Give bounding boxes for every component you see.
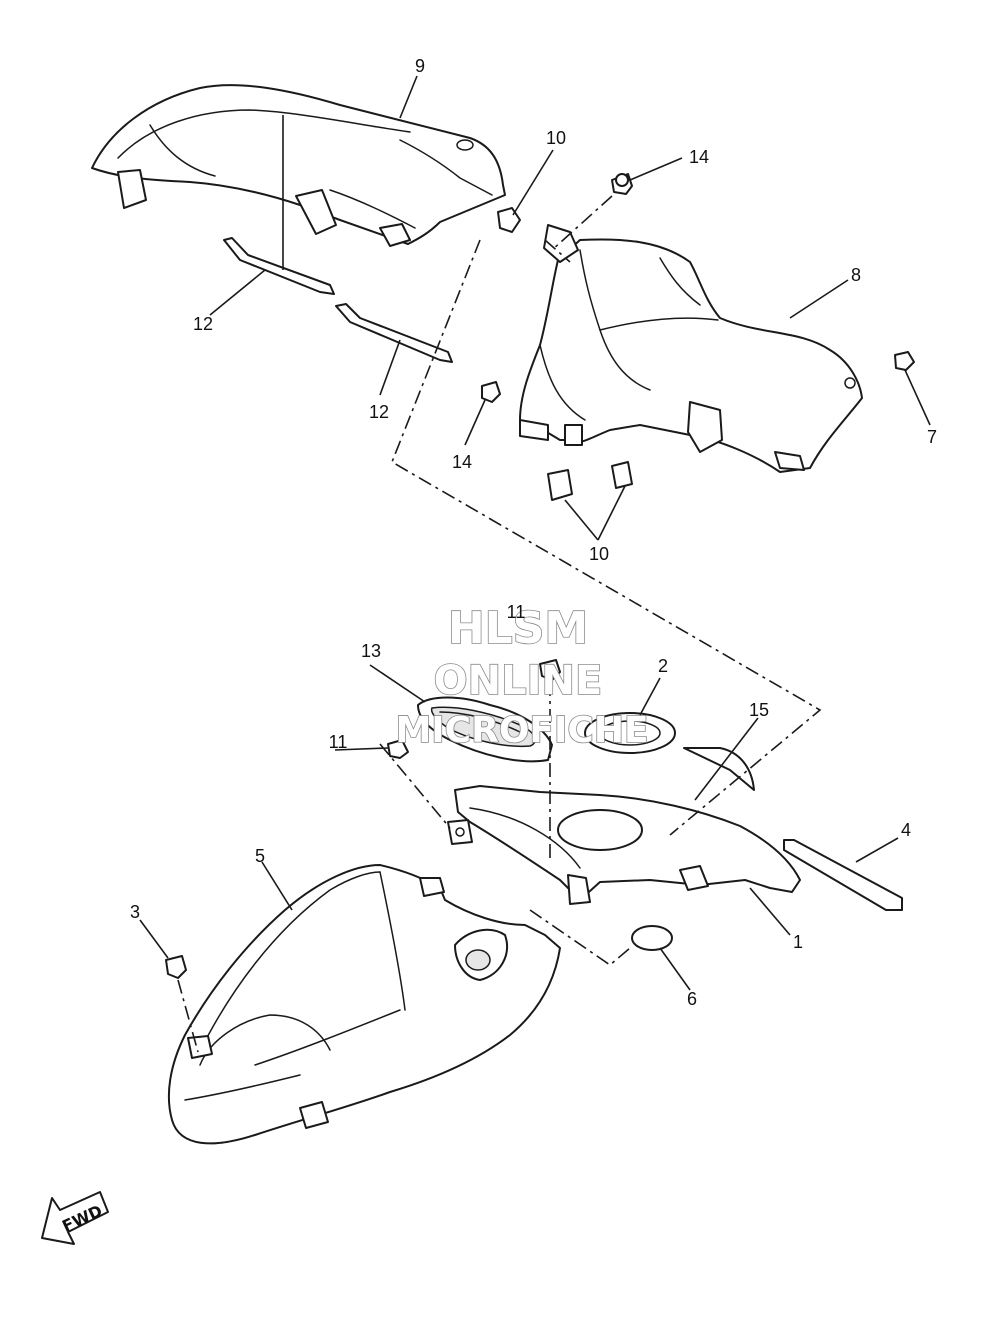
callout-2: 2 bbox=[658, 656, 668, 676]
screw-7 bbox=[894, 351, 915, 371]
part-2-grommet bbox=[584, 712, 676, 754]
callout-7: 7 bbox=[927, 427, 937, 447]
callout-11-left: 11 bbox=[329, 732, 348, 752]
watermark: HLSM ONLINE MICROFICHE bbox=[395, 602, 650, 752]
callout-13: 13 bbox=[361, 641, 381, 661]
callout-10-top: 10 bbox=[546, 128, 566, 148]
callout-6: 6 bbox=[687, 989, 697, 1009]
part-3-screw bbox=[165, 955, 187, 979]
callout-8: 8 bbox=[851, 265, 861, 285]
part-5-front-cowl bbox=[167, 864, 561, 1145]
callout-14-top: 14 bbox=[689, 147, 709, 167]
callout-4: 4 bbox=[901, 820, 911, 840]
watermark-line-3: MICROFICHE bbox=[395, 710, 648, 751]
callout-14-mid: 14 bbox=[452, 452, 472, 472]
callout-15: 15 bbox=[749, 700, 769, 720]
clip-10-b bbox=[611, 461, 633, 489]
callout-1: 1 bbox=[793, 932, 803, 952]
callout-12-right: 12 bbox=[369, 402, 389, 422]
part-6-plug bbox=[631, 925, 673, 951]
leader-lines bbox=[139, 75, 931, 991]
callout-10-bottom: 10 bbox=[589, 544, 609, 564]
callout-11-top: 11 bbox=[507, 602, 526, 622]
clip-10-a bbox=[547, 469, 573, 501]
part-15-label bbox=[683, 747, 755, 791]
callout-9: 9 bbox=[415, 56, 425, 76]
part-13-visor bbox=[417, 696, 553, 763]
fwd-arrow-icon: FWD bbox=[41, 1191, 109, 1245]
part-8-upper-cover bbox=[519, 224, 863, 473]
watermark-line-2: ONLINE bbox=[434, 658, 603, 704]
fasteners-top bbox=[481, 173, 915, 501]
clip-10-top bbox=[497, 207, 521, 233]
fasteners-11 bbox=[387, 659, 561, 759]
part-9-side-cover bbox=[91, 84, 506, 247]
screw-14-mid bbox=[481, 381, 501, 403]
callout-labels: 1 2 3 4 5 6 7 8 9 10 10 11 11 12 12 13 1… bbox=[130, 56, 937, 1009]
watermark-line-1: HLSM bbox=[448, 603, 588, 654]
callout-5: 5 bbox=[255, 846, 265, 866]
assembly-lines bbox=[177, 195, 822, 1053]
callout-3: 3 bbox=[130, 902, 140, 922]
callout-12-left: 12 bbox=[193, 314, 213, 334]
part-12-strips bbox=[223, 237, 453, 363]
part-1-inner-panel bbox=[447, 785, 801, 905]
part-4-strip bbox=[783, 839, 903, 911]
